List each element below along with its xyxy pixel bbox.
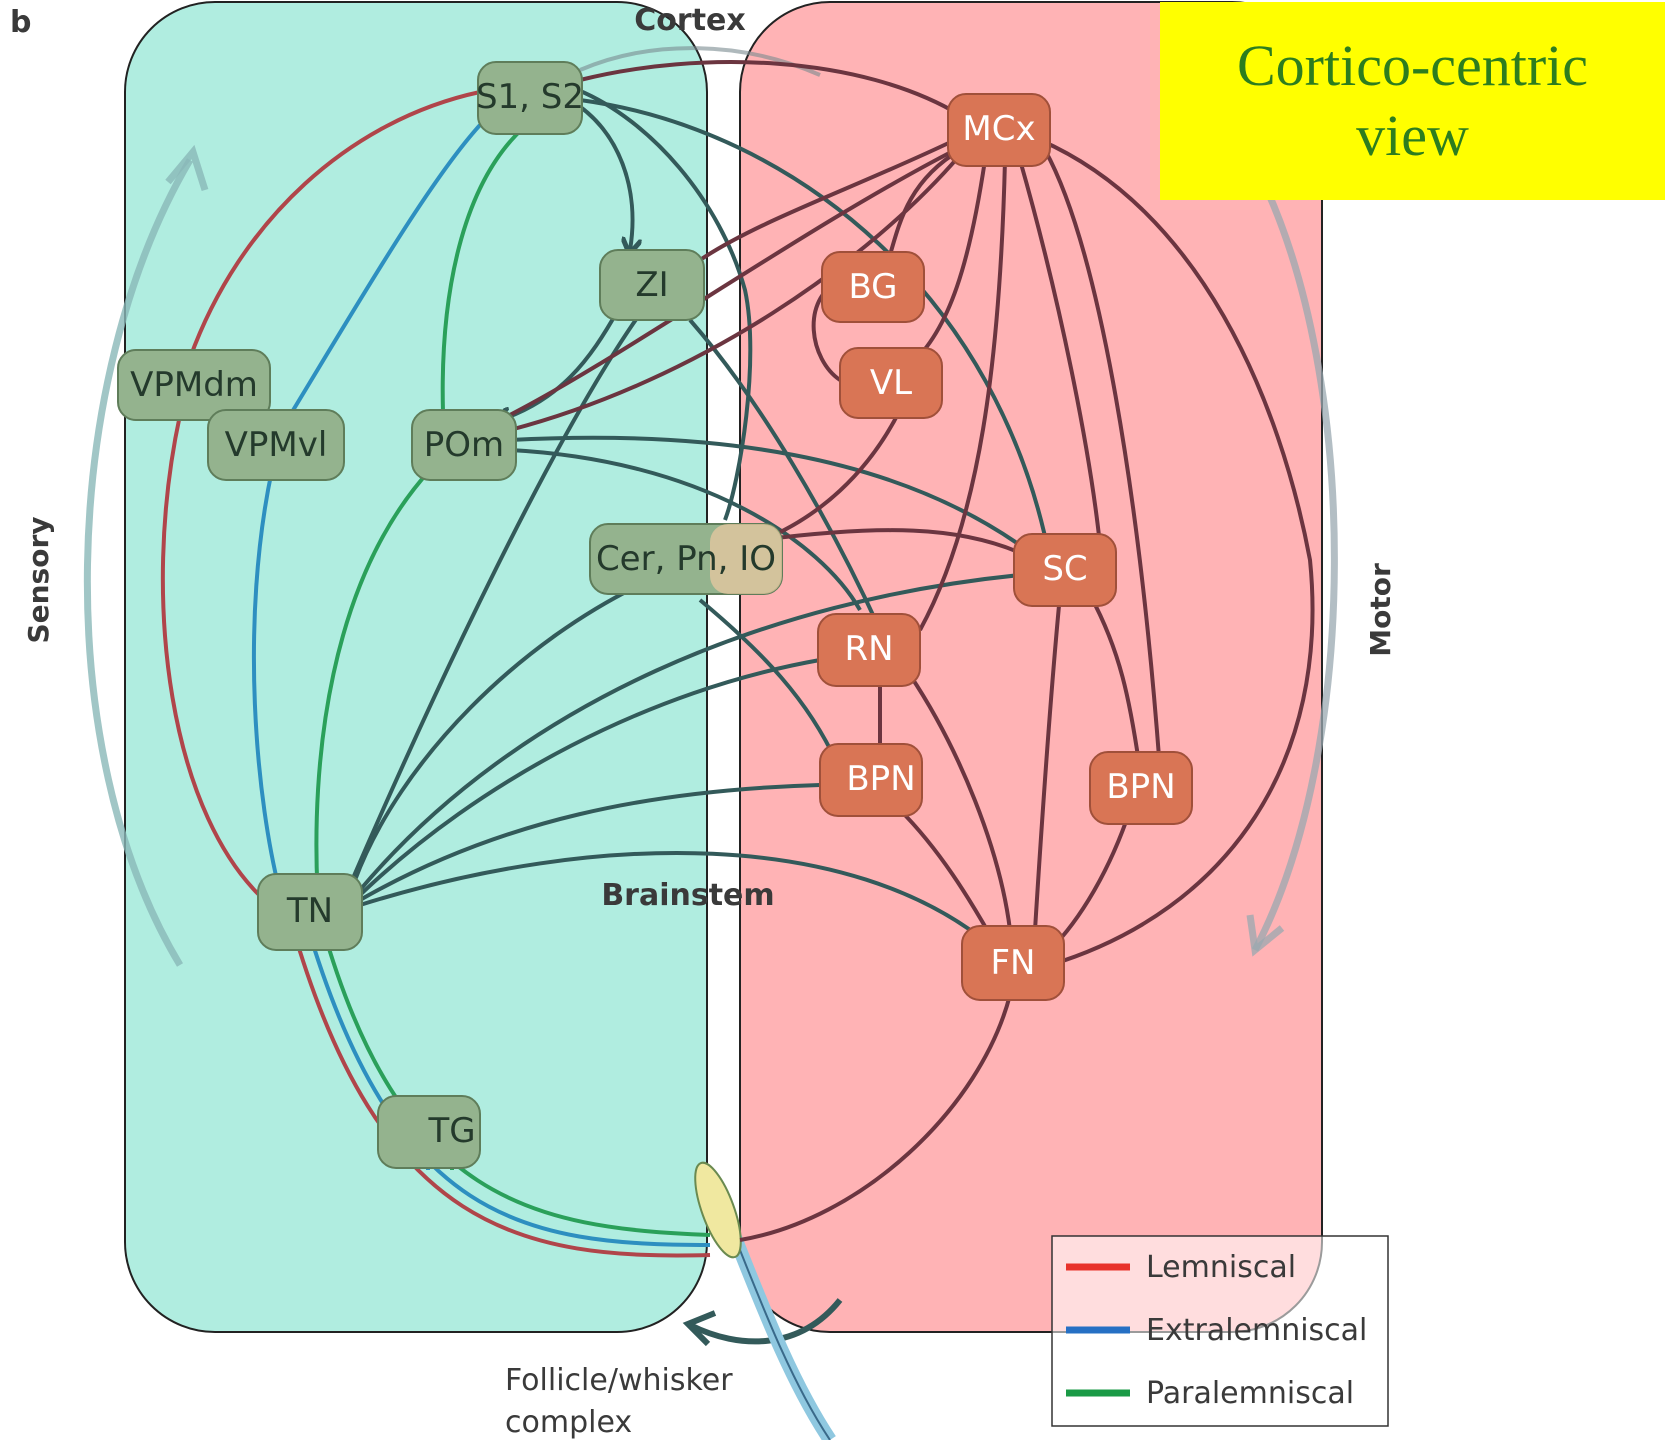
node-sc[interactable]: SC xyxy=(1013,533,1117,607)
node-vpmvl-label: VPMvl xyxy=(225,425,328,465)
motor-region xyxy=(739,1,1323,1333)
follicle-label-line1: Follicle/whisker xyxy=(505,1363,733,1398)
follicle-return-arrowhead xyxy=(682,1310,717,1347)
follicle-label-line2: complex xyxy=(505,1405,632,1440)
legend-label-paralemniscal: Paralemniscal xyxy=(1146,1376,1354,1411)
motor-flow-arrow xyxy=(1251,173,1338,952)
node-rn-label: RN xyxy=(844,629,893,669)
title-line2: view xyxy=(1356,103,1469,168)
sensory-flow-arrow xyxy=(83,158,194,967)
lemniscal-pathways xyxy=(160,90,711,1258)
node-pom[interactable]: POm xyxy=(411,409,517,481)
cortex-label: Cortex xyxy=(634,3,745,38)
node-cer[interactable]: Cer, Pn, IO xyxy=(589,523,783,595)
node-bpn2[interactable]: BPN xyxy=(1089,751,1193,825)
node-bg-label: BG xyxy=(848,267,897,307)
motor-label: Motor xyxy=(1364,563,1397,657)
node-s1s2[interactable]: S1, S2 xyxy=(476,61,584,135)
node-fn[interactable]: FN xyxy=(961,925,1065,1001)
brainstem-label: Brainstem xyxy=(601,878,774,913)
node-bpn2-label: BPN xyxy=(1106,767,1175,807)
node-rn[interactable]: RN xyxy=(817,613,921,687)
node-tg-label: TG xyxy=(427,1111,475,1151)
motor-pathways xyxy=(499,60,1315,1242)
legend: Lemniscal Extralemniscal Paralemniscal xyxy=(1051,1235,1389,1427)
node-vpmvl[interactable]: VPMvl xyxy=(207,409,345,481)
node-mcx[interactable]: MCx xyxy=(947,93,1051,167)
node-bpn1-label: BPN xyxy=(846,759,915,799)
node-cer-label: Cer, Pn, IO xyxy=(596,539,776,579)
title-box: Cortico-centric view xyxy=(1160,2,1665,200)
legend-label-lemniscal: Lemniscal xyxy=(1146,1250,1296,1285)
node-bpn1[interactable]: BPN xyxy=(819,743,923,817)
node-vl[interactable]: VL xyxy=(839,347,943,419)
sensory-label: Sensory xyxy=(22,516,55,643)
follicle-return-arrow xyxy=(688,1298,843,1345)
node-mcx-label: MCx xyxy=(962,109,1035,149)
motor-flow-arrowhead xyxy=(1246,914,1285,957)
node-fn-label: FN xyxy=(991,943,1036,983)
panel-letter: b xyxy=(10,5,31,40)
title-line1: Cortico-centric xyxy=(1236,33,1589,98)
legend-label-extralemniscal: Extralemniscal xyxy=(1146,1313,1367,1348)
node-zi-label: ZI xyxy=(635,265,668,305)
node-s1s2-label: S1, S2 xyxy=(476,77,584,117)
node-zi[interactable]: ZI xyxy=(599,249,705,321)
node-tn-label: TN xyxy=(286,891,333,931)
whisker-shaft-outline xyxy=(729,1224,831,1440)
node-sc-label: SC xyxy=(1042,549,1087,589)
node-vpmdm[interactable]: VPMdm xyxy=(117,349,271,421)
node-tn[interactable]: TN xyxy=(257,873,363,951)
sensory-flow-arrowhead xyxy=(165,144,209,192)
node-bg[interactable]: BG xyxy=(821,251,925,323)
sensory-region xyxy=(124,1,708,1333)
follicle xyxy=(694,1161,742,1259)
node-vpmdm-label: VPMdm xyxy=(130,365,258,405)
node-pom-label: POm xyxy=(424,425,504,465)
node-tg[interactable]: TG xyxy=(377,1095,481,1169)
node-vl-label: VL xyxy=(870,363,912,403)
